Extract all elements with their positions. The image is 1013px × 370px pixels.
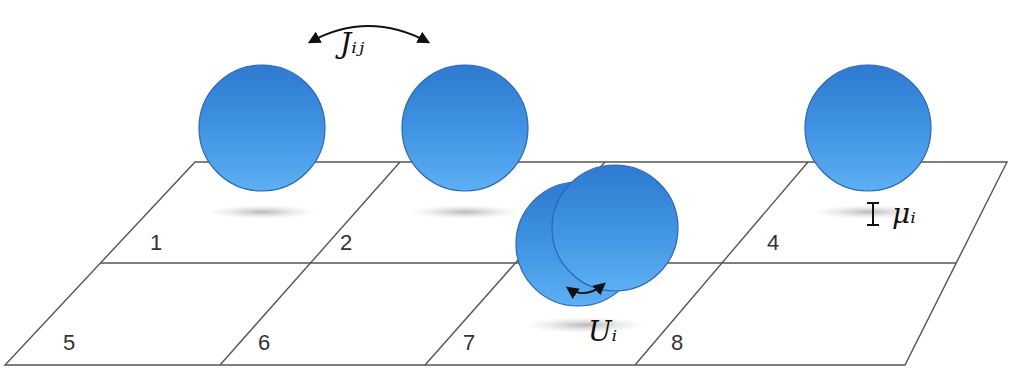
interaction-arrow <box>568 284 604 293</box>
site-number: 4 <box>767 232 779 254</box>
site-number: 2 <box>340 232 352 254</box>
site-number: 1 <box>150 232 162 254</box>
site-number: 5 <box>63 332 75 354</box>
lattice-grid <box>5 162 1007 365</box>
site-number: 7 <box>463 332 475 354</box>
site-number: 8 <box>671 332 683 354</box>
hopping-label: Jᵢⱼ <box>340 30 364 58</box>
hopping-arrow <box>310 26 428 42</box>
potential-label: μᵢ <box>892 200 916 228</box>
interaction-label: Uᵢ <box>588 318 617 346</box>
atoms <box>199 65 931 306</box>
potential-bracket <box>867 203 879 225</box>
site-number: 6 <box>258 332 270 354</box>
